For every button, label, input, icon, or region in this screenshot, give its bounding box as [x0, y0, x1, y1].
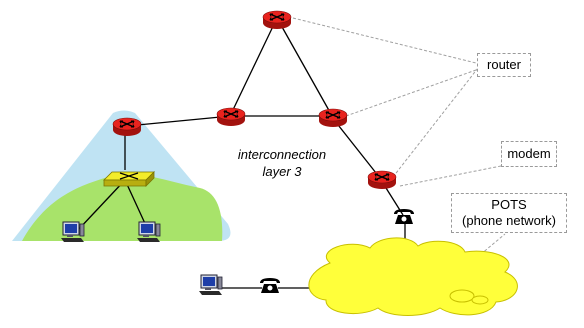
router-callout-text: router	[487, 57, 521, 72]
computer-icon	[136, 221, 161, 243]
pots-callout-line2: (phone network)	[462, 213, 556, 228]
interconnection-label-line1: interconnection	[237, 147, 327, 162]
router-icon	[262, 10, 292, 30]
computer-icon	[60, 221, 85, 243]
interconnection-layer-label: interconnection layer 3	[222, 146, 342, 180]
pots-callout-line1: POTS	[491, 197, 527, 212]
pots-cloud-icon	[308, 237, 518, 316]
router-icon	[367, 170, 397, 190]
router-icon	[318, 108, 348, 128]
pots-callout: POTS (phone network)	[451, 193, 567, 233]
computer-icon	[198, 274, 223, 296]
modem-callout-text: modem	[507, 146, 551, 161]
telephone-icon	[260, 278, 280, 293]
telephone-icon	[394, 209, 414, 224]
router-icon	[216, 107, 246, 127]
switch-icon	[103, 171, 155, 187]
interconnection-label-line2: layer 3	[262, 164, 302, 179]
modem-callout: modem	[501, 141, 557, 167]
router-icon	[112, 117, 142, 137]
router-callout: router	[477, 53, 531, 77]
